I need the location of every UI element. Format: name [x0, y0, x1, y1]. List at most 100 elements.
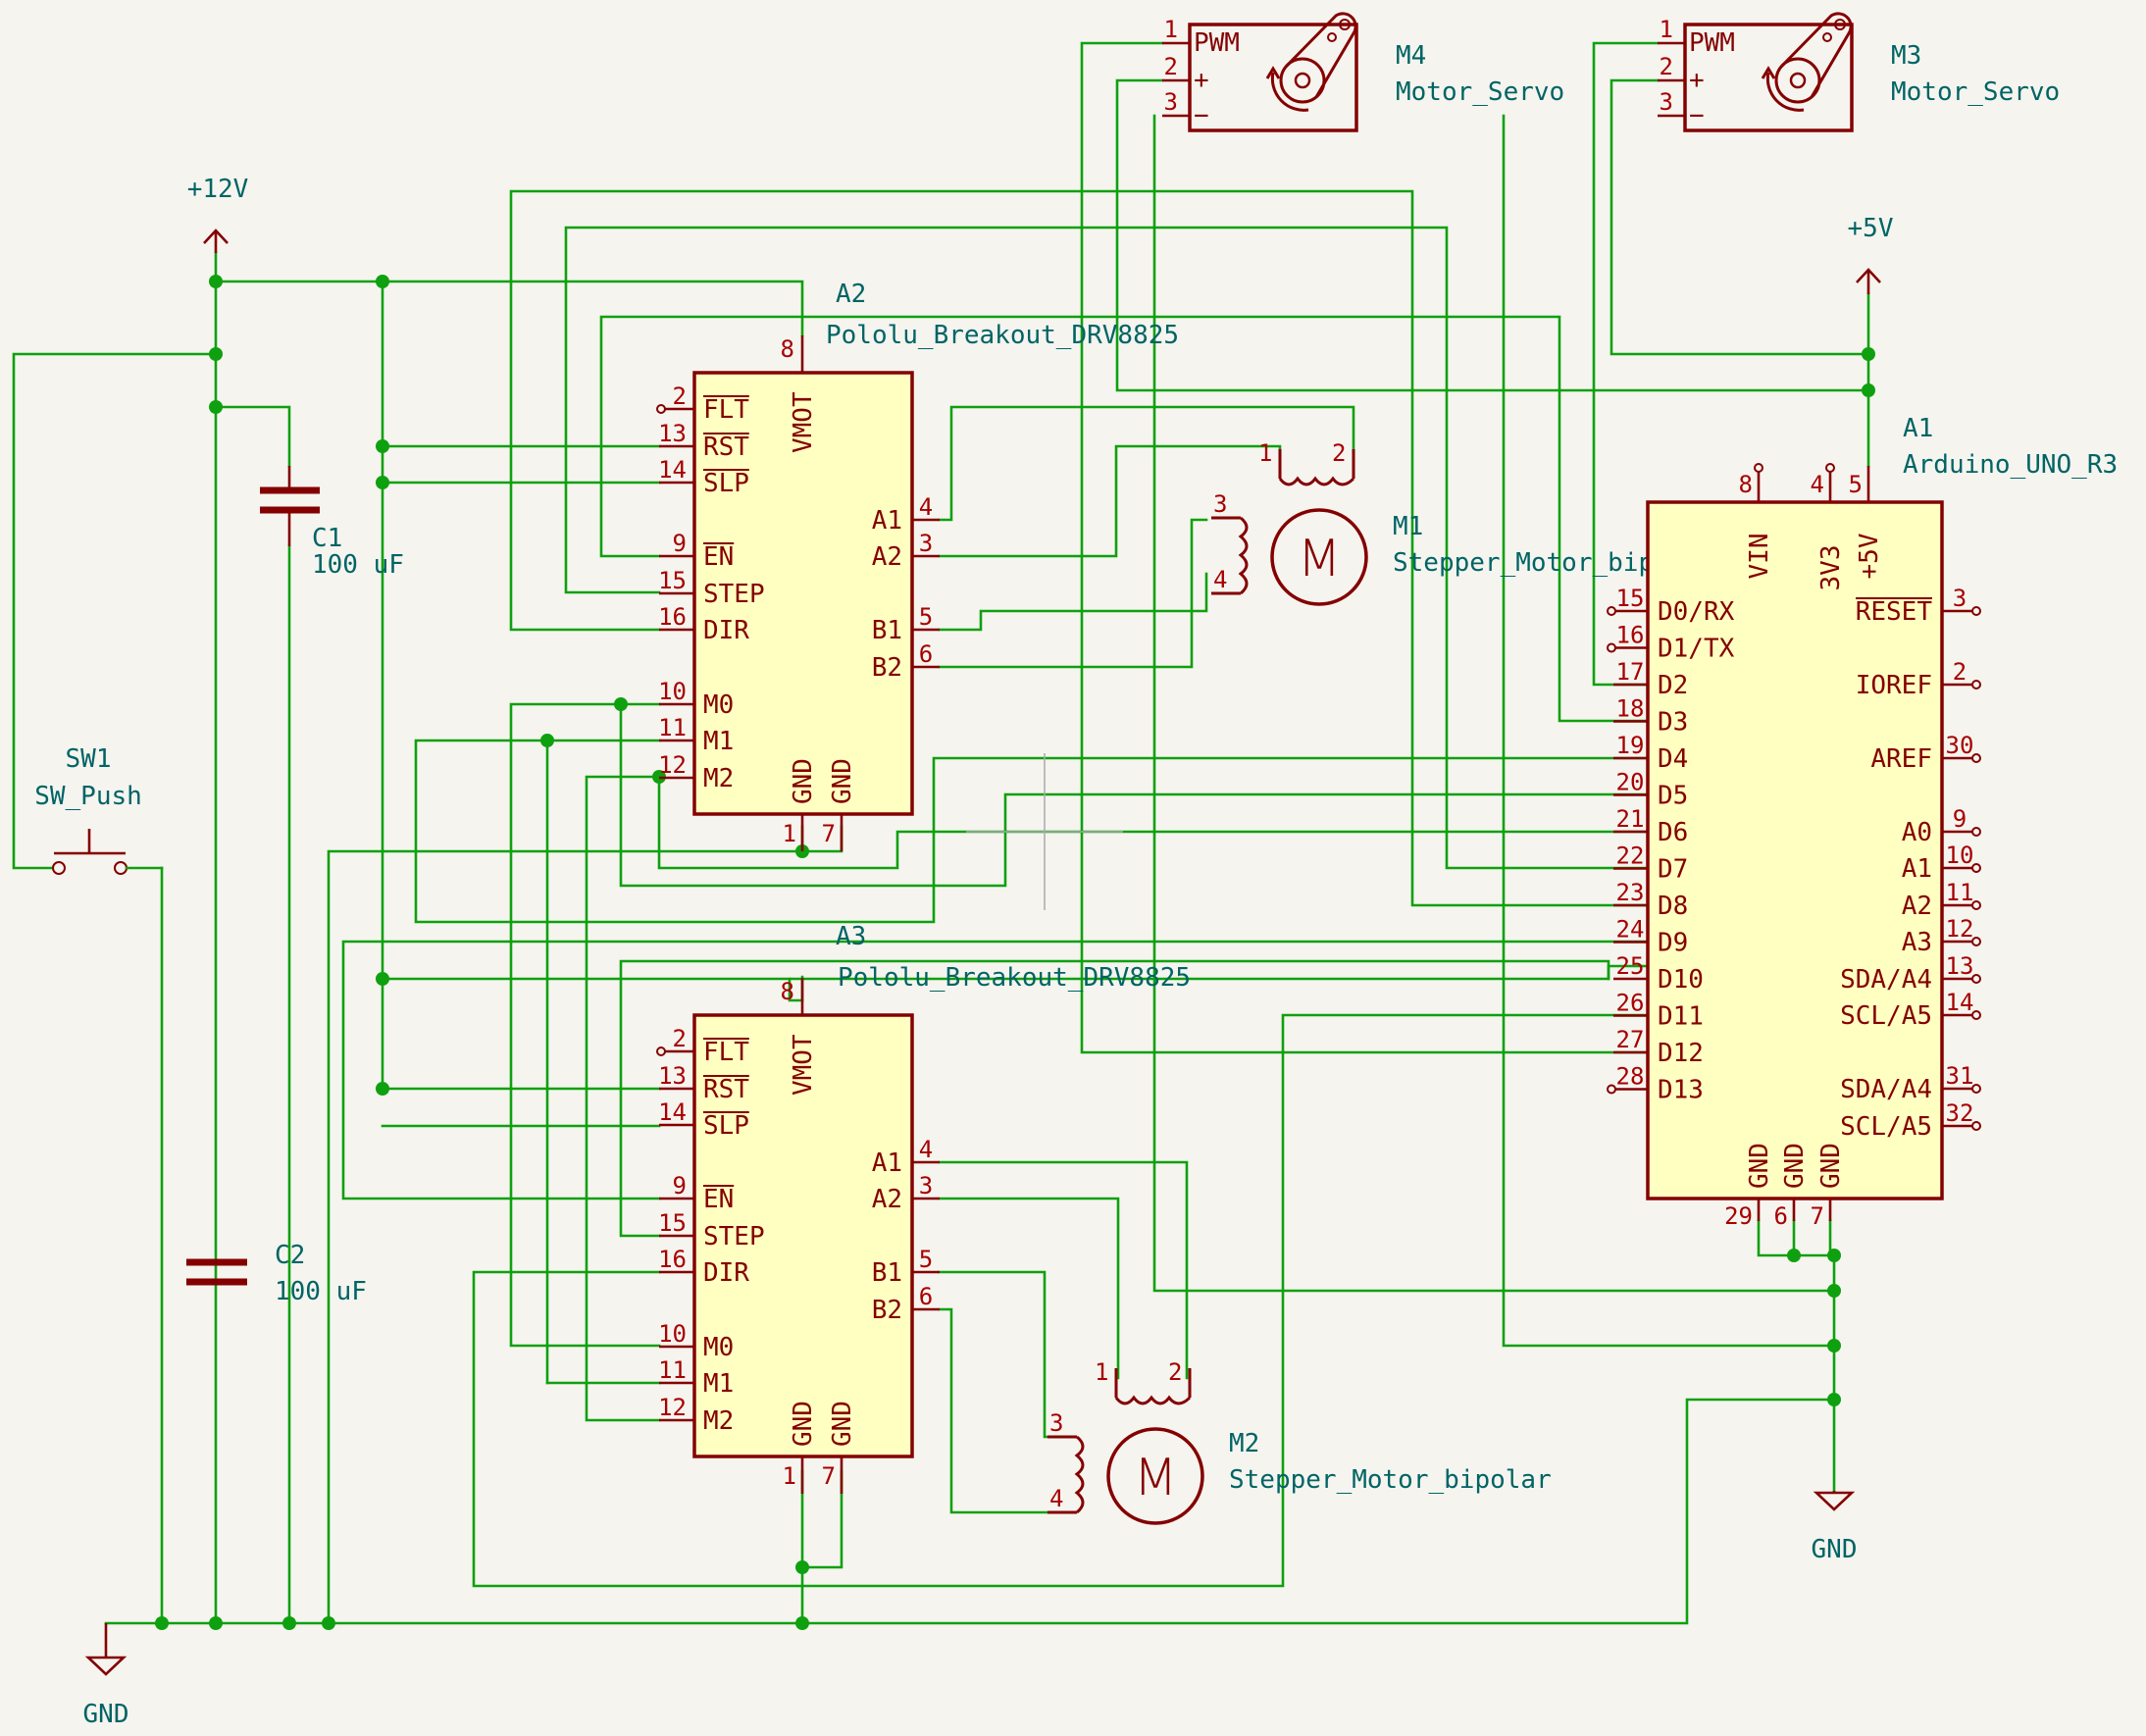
pin-num: 4	[919, 1136, 933, 1163]
servo-body	[1188, 23, 1358, 132]
power-12v: +12V	[187, 175, 249, 253]
pin-m2: M2	[703, 1406, 734, 1436]
pin-name: D3	[1658, 708, 1688, 738]
pin-num: 2	[1168, 1358, 1182, 1386]
pin-num: 2	[1164, 53, 1178, 80]
pin-pwm: PWM	[1689, 28, 1735, 58]
stepper-value: Stepper_Motor_bipolar	[1229, 1465, 1552, 1495]
servo-value: Motor_Servo	[1396, 77, 1564, 107]
ground-right-label: GND	[1812, 1535, 1858, 1564]
capacitor-c1: C1 100 uF	[260, 466, 404, 580]
pin-num: 3	[1164, 88, 1178, 116]
motor-symbol: M	[1298, 530, 1342, 588]
motor-circle	[1270, 508, 1368, 606]
pin-name: GND	[1745, 1143, 1774, 1189]
pin-name: IOREF	[1856, 671, 1932, 700]
pin-b1: B1	[872, 616, 902, 645]
pin-num: 1	[783, 820, 796, 847]
pin-name: D0/RX	[1658, 597, 1735, 627]
arduino-value: Arduino_UNO_R3	[1903, 450, 2118, 480]
ground-left-label: GND	[83, 1700, 129, 1729]
pin-num: 15	[658, 1209, 687, 1237]
coil-left	[1074, 1435, 1085, 1514]
pin-num: 21	[1616, 805, 1645, 833]
pin-num: 9	[673, 530, 687, 557]
servo-arc	[1765, 72, 1805, 112]
pin-name: SCL/A5	[1840, 1112, 1932, 1142]
pin-a2: A2	[872, 1185, 902, 1214]
pin-m2: M2	[703, 764, 734, 793]
ground-symbol-left: GND	[83, 1623, 129, 1729]
pin-num: 4	[1213, 566, 1227, 593]
pin-name: D6	[1658, 818, 1688, 847]
pin-minus: −	[1194, 101, 1209, 130]
pin-num: 14	[658, 456, 687, 484]
driver-body	[692, 371, 914, 816]
pin-gnd: GND	[828, 1401, 857, 1447]
pin-num: 3	[919, 530, 933, 557]
pin-num: 24	[1616, 916, 1645, 944]
pin-slp: SLP	[703, 469, 749, 498]
pin-num: 11	[658, 1356, 687, 1384]
coil-top	[1114, 1395, 1192, 1405]
pin-pwm: PWM	[1194, 28, 1240, 58]
pin-num: 26	[1616, 990, 1645, 1017]
pin-plus: +	[1689, 66, 1705, 95]
pin-num: 10	[1946, 842, 1974, 869]
pin-num: 6	[919, 1283, 933, 1310]
pin-num: 13	[658, 1062, 687, 1090]
arduino-ref: A1	[1903, 414, 1933, 443]
push-switch-sw1: SW1 SW_Push	[34, 744, 164, 875]
pin-gnd: GND	[828, 758, 857, 804]
power-12v-label: +12V	[187, 175, 249, 204]
pin-m1: M1	[703, 1369, 734, 1399]
pin-num: 8	[781, 978, 794, 1005]
motor-symbol: M	[1134, 1449, 1178, 1507]
pin-plus: +	[1194, 66, 1209, 95]
pin-rst: RST	[703, 1075, 749, 1104]
pin-num: 31	[1946, 1062, 1974, 1090]
pin-en: EN	[703, 542, 734, 572]
pin-num: 14	[1946, 989, 1974, 1016]
sw1-value: SW_Push	[34, 782, 142, 811]
pin-name: D11	[1658, 1002, 1704, 1032]
pin-num: 4	[1811, 471, 1824, 498]
coil-left	[1238, 516, 1249, 595]
wires	[12, 41, 1870, 1625]
pin-num: 25	[1616, 952, 1645, 980]
pin-step: STEP	[703, 1222, 765, 1251]
pin-name: A2	[1902, 892, 1932, 921]
pin-name: D12	[1658, 1039, 1704, 1068]
pin-num: 14	[658, 1098, 687, 1126]
pin-name: D7	[1658, 855, 1688, 885]
pin-num: 5	[1849, 471, 1863, 498]
pin-a1: A1	[872, 1149, 902, 1178]
pin-num: 8	[781, 335, 794, 363]
stepper-ref: M2	[1229, 1429, 1259, 1458]
servo-arc	[1270, 72, 1309, 112]
pin-num: 2	[1953, 658, 1967, 686]
pin-num: 29	[1724, 1202, 1753, 1230]
pin-vmot: VMOT	[789, 391, 818, 453]
servo-horn-hub	[1774, 57, 1821, 104]
stepper-ref: M1	[1393, 512, 1423, 541]
pin-num: 1	[783, 1462, 796, 1490]
pin-name: AREF	[1870, 744, 1932, 774]
pin-name: A3	[1902, 928, 1932, 957]
pin-name: D8	[1658, 892, 1688, 921]
pin-num: 32	[1946, 1099, 1974, 1127]
pin-name: D4	[1658, 744, 1688, 774]
pin-num: 12	[658, 1394, 687, 1421]
pin-name: 3V3	[1816, 545, 1846, 591]
c2-value: 100 uF	[275, 1277, 367, 1306]
pin-name: GND	[1816, 1143, 1846, 1189]
pin-name: A0	[1902, 818, 1932, 847]
pin-m0: M0	[703, 1333, 734, 1362]
pin-b2: B2	[872, 653, 902, 683]
servo-arm	[1284, 12, 1357, 98]
pin-num: 7	[822, 820, 836, 847]
